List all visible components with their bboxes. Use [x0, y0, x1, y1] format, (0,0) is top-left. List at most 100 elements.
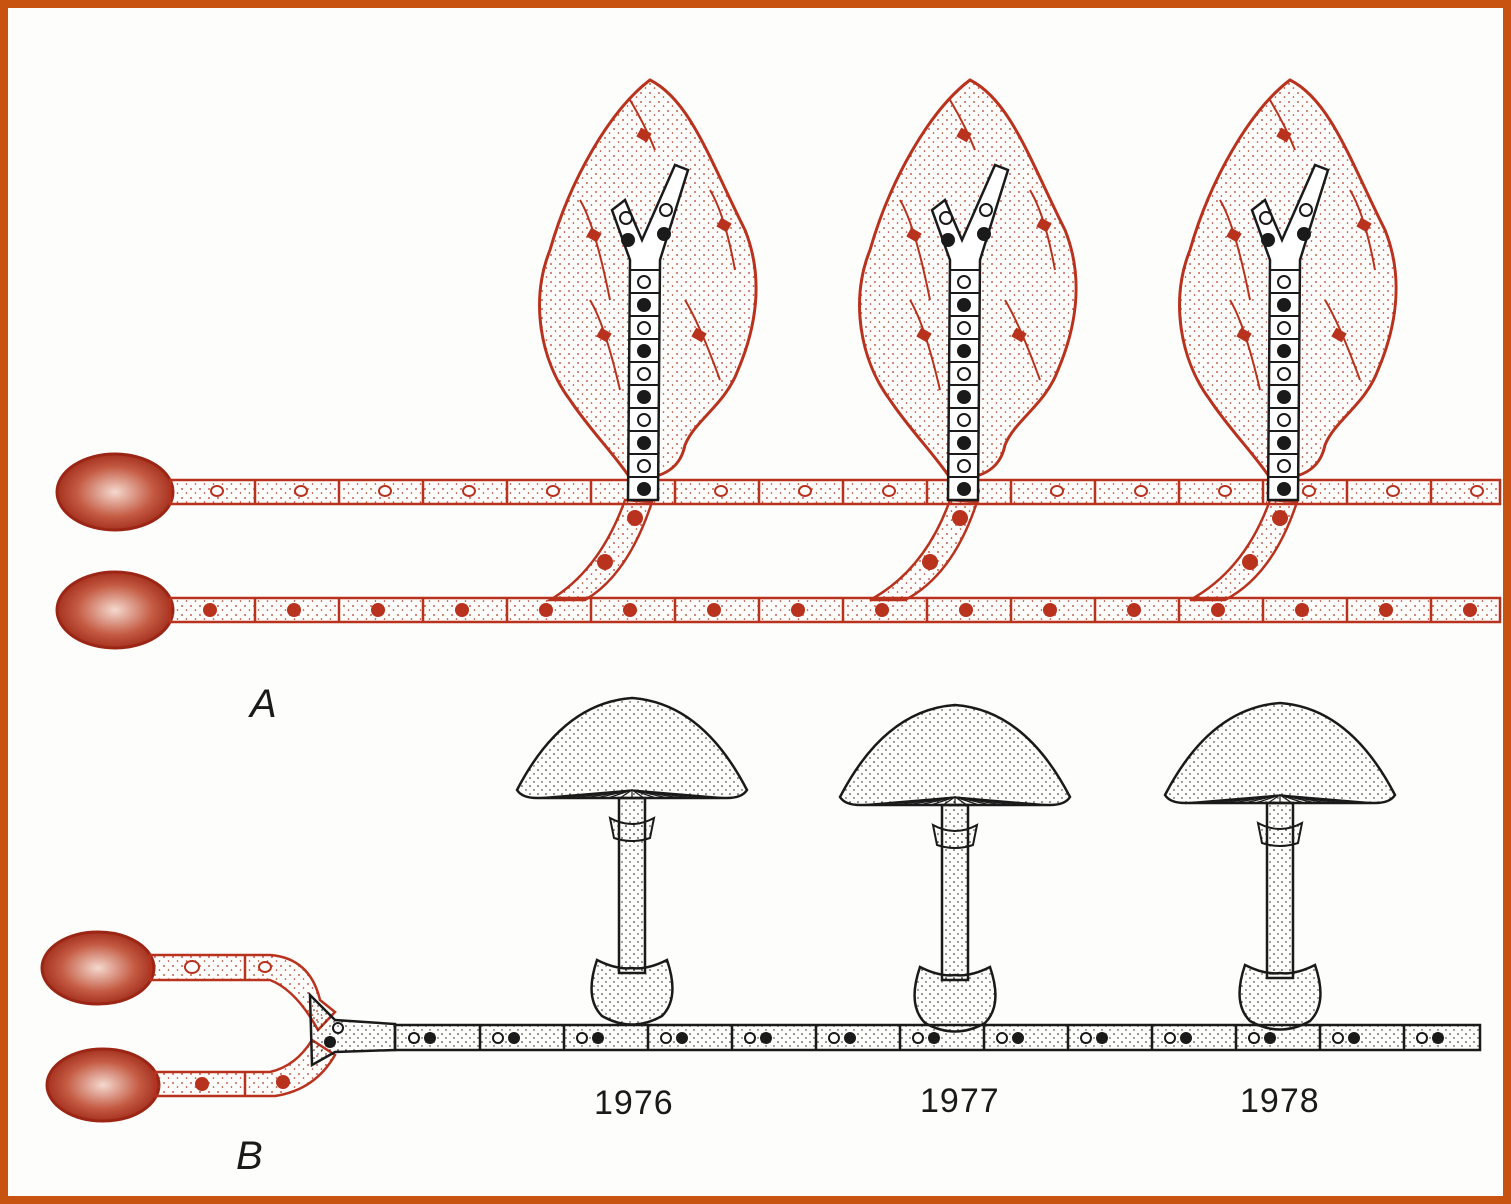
nucleus-open — [1278, 368, 1290, 380]
nucleus-open — [883, 486, 895, 496]
nucleus-filled — [1277, 298, 1291, 312]
nucleus-filled — [959, 603, 973, 617]
leaf-3 — [1180, 80, 1396, 500]
nucleus-filled — [676, 1032, 688, 1044]
nucleus-filled — [1242, 554, 1258, 570]
nucleus-filled — [287, 603, 301, 617]
nucleus-open — [493, 1033, 503, 1043]
nucleus-open — [638, 322, 650, 334]
nucleus-filled — [1096, 1032, 1108, 1044]
nucleus-open — [620, 212, 632, 224]
nucleus-filled — [928, 1032, 940, 1044]
nucleus-filled — [1277, 344, 1291, 358]
nucleus-open — [638, 368, 650, 380]
nucleus-filled — [621, 233, 635, 247]
nucleus-filled — [1463, 603, 1477, 617]
nucleus-open — [940, 212, 952, 224]
nucleus-open — [1471, 486, 1483, 496]
nucleus-filled — [957, 436, 971, 450]
nucleus-filled — [637, 298, 651, 312]
hypha-a-upper — [170, 480, 1500, 504]
nucleus-open — [259, 962, 271, 972]
nucleus-filled — [539, 603, 553, 617]
nucleus-filled — [1277, 436, 1291, 450]
nucleus-open — [958, 368, 970, 380]
nucleus-filled — [760, 1032, 772, 1044]
nucleus-filled — [637, 482, 651, 496]
nucleus-filled — [1379, 603, 1393, 617]
hypha-b-upper — [150, 955, 335, 1030]
nucleus-open — [638, 414, 650, 426]
nucleus-filled — [637, 390, 651, 404]
nucleus-open — [958, 460, 970, 472]
nucleus-open — [185, 961, 199, 973]
nucleus-open — [745, 1033, 755, 1043]
nucleus-filled — [1277, 390, 1291, 404]
mushroom-volva — [915, 967, 996, 1032]
nucleus-filled — [977, 227, 991, 241]
spore-a-upper — [57, 454, 173, 530]
nucleus-filled — [952, 510, 968, 526]
nucleus-open — [547, 486, 559, 496]
nucleus-open — [1260, 212, 1272, 224]
nucleus-open — [1278, 460, 1290, 472]
nucleus-filled — [941, 233, 955, 247]
nucleus-filled — [592, 1032, 604, 1044]
nucleus-filled — [957, 390, 971, 404]
leaf-1 — [540, 80, 756, 500]
nucleus-filled — [371, 603, 385, 617]
nucleus-filled — [1264, 1032, 1276, 1044]
nucleus-filled — [707, 603, 721, 617]
hypha-a-connectors — [550, 500, 1297, 600]
nucleus-filled — [1180, 1032, 1192, 1044]
nucleus-filled — [597, 554, 613, 570]
nucleus-open — [913, 1033, 923, 1043]
nucleus-filled — [455, 603, 469, 617]
nucleus-open — [1051, 486, 1063, 496]
nucleus-filled — [1297, 227, 1311, 241]
nucleus-filled — [276, 1075, 290, 1089]
nucleus-filled — [791, 603, 805, 617]
nucleus-open — [1278, 276, 1290, 288]
mushroom-1 — [517, 698, 747, 1025]
mushroom-stipe — [942, 805, 968, 980]
nucleus-filled — [1012, 1032, 1024, 1044]
nucleus-open — [463, 486, 475, 496]
nucleus-open — [1081, 1033, 1091, 1043]
nucleus-open — [638, 276, 650, 288]
nucleus-filled — [657, 227, 671, 241]
nucleus-open — [1303, 486, 1315, 496]
nucleus-filled — [1211, 603, 1225, 617]
spore-a-lower — [57, 572, 173, 648]
nucleus-filled — [922, 554, 938, 570]
nucleus-filled — [1348, 1032, 1360, 1044]
nucleus-filled — [1127, 603, 1141, 617]
year-label-1978: 1978 — [1240, 1082, 1320, 1121]
nucleus-open — [1278, 414, 1290, 426]
nucleus-open — [1300, 204, 1312, 216]
nucleus-filled — [1277, 482, 1291, 496]
mushroom-volva — [1240, 965, 1321, 1030]
nucleus-filled — [195, 1077, 209, 1091]
nucleus-open — [958, 322, 970, 334]
mushroom-2 — [840, 705, 1070, 1032]
nucleus-filled — [508, 1032, 520, 1044]
nucleus-filled — [1043, 603, 1057, 617]
mushroom-stipe — [1267, 803, 1293, 978]
nucleus-open — [409, 1033, 419, 1043]
nucleus-open — [799, 486, 811, 496]
nucleus-open — [577, 1033, 587, 1043]
year-label-1976: 1976 — [594, 1084, 674, 1123]
spore-b-lower — [47, 1049, 159, 1121]
nucleus-open — [1135, 486, 1147, 496]
nucleus-open — [379, 486, 391, 496]
panel-b-diagram — [42, 698, 1480, 1121]
hypha-a-lower — [170, 598, 1500, 622]
mushroom-3 — [1165, 703, 1395, 1030]
nucleus-filled — [424, 1032, 436, 1044]
mushroom-cap — [1165, 703, 1395, 803]
nucleus-open — [715, 486, 727, 496]
leaf-2 — [860, 80, 1076, 500]
nucleus-filled — [957, 344, 971, 358]
